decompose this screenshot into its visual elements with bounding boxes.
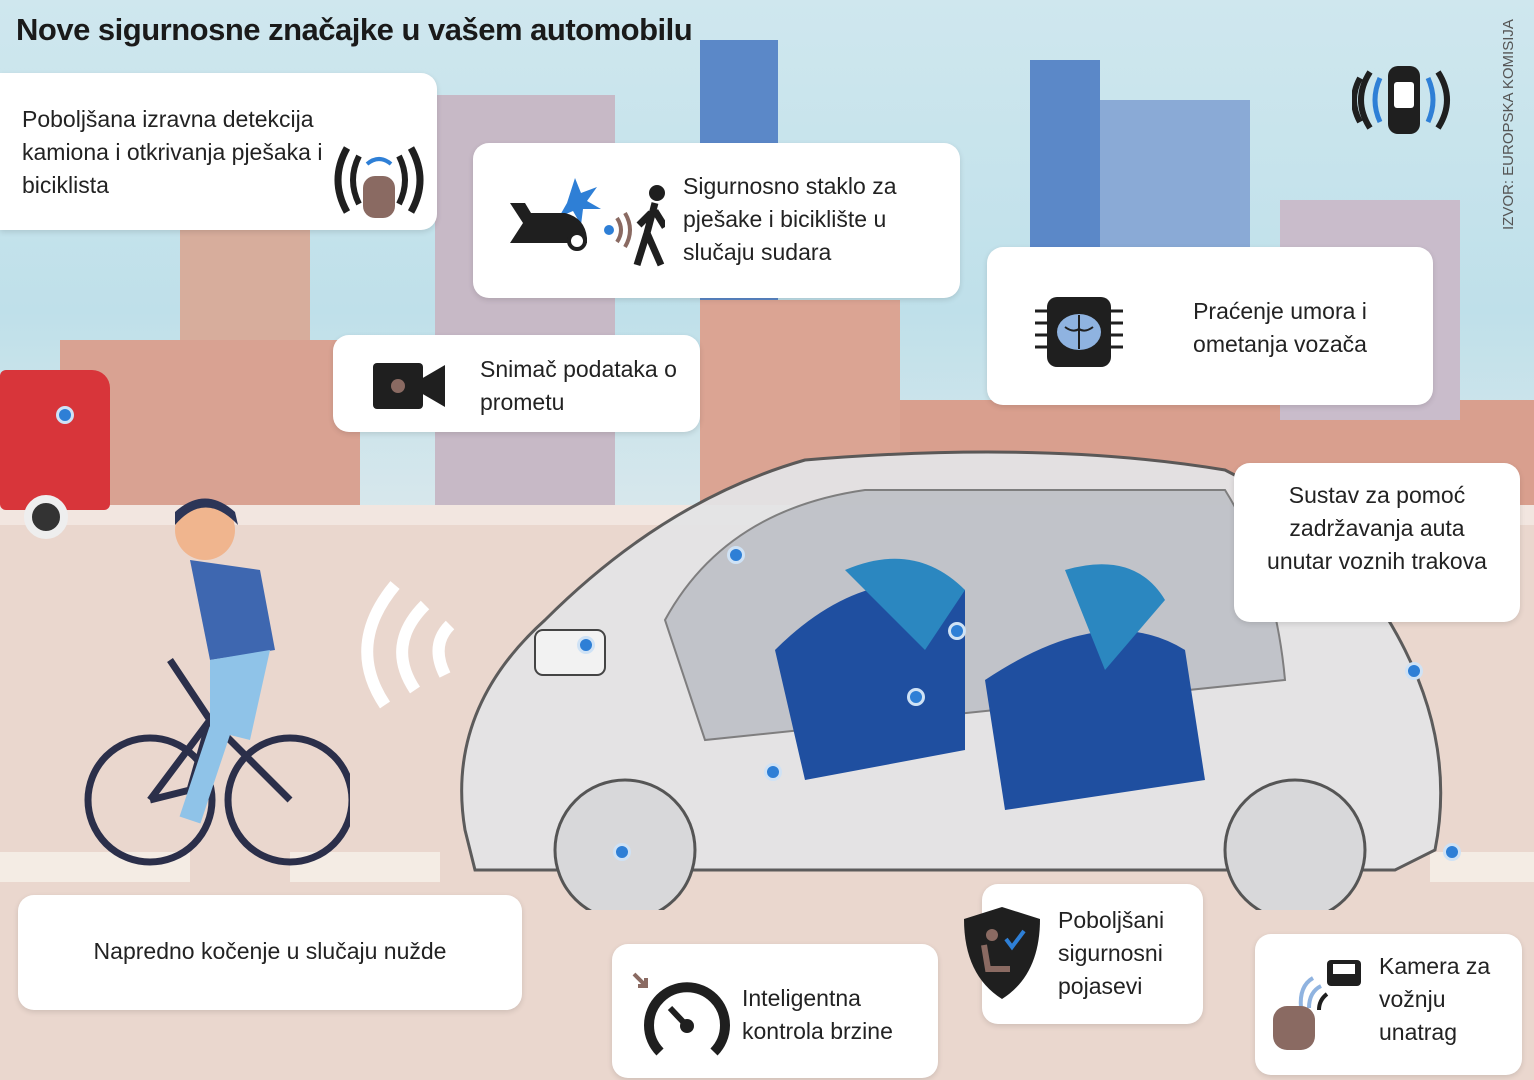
feature-card-direct-vision: Poboljšana izravna detekcija kamiona i o… [0,73,437,230]
rear-camera-icon [1273,960,1361,1050]
building [1030,60,1100,260]
feature-label: Sustav za pomoć zadržavanja auta unutar … [1267,482,1487,574]
driver-sensor-icon [334,146,424,218]
feature-label: Snimač podataka o prometu [480,356,677,415]
feature-card-emergency-braking: Napredno kočenje u slučaju nužde [18,895,522,1010]
feature-label: Napredno kočenje u slučaju nužde [93,938,447,964]
truck [0,370,110,510]
cyclist-illustration [84,498,350,866]
truck-wheel [24,495,68,539]
car-illustration [460,450,1443,910]
car-sensor-logo-icon [1352,66,1450,134]
feature-label: Kamera za vožnju unatrag [1379,953,1491,1045]
seatbelt-shield-icon [964,907,1040,999]
feature-marker[interactable] [948,622,966,640]
feature-card-data-recorder: Snimač podataka o prometu [333,335,700,432]
feature-marker[interactable] [56,406,74,424]
feature-label: Sigurnosno staklo za pješake i biciklišt… [683,173,897,265]
building [1100,100,1250,260]
speedometer-icon [632,972,730,1056]
building [60,340,360,520]
feature-label: Inteligentna kontrola brzine [742,985,893,1044]
feature-marker[interactable] [727,546,745,564]
feature-card-safety-glass: Sigurnosno staklo za pješake i biciklišt… [473,143,960,298]
feature-marker[interactable] [613,843,631,861]
page-title: Nove sigurnosne značajke u vašem automob… [16,12,693,47]
feature-label: Praćenje umora i ometanja vozača [1193,298,1367,357]
lane-marking [0,852,190,882]
brain-chip-icon [1035,297,1123,367]
feature-marker[interactable] [1443,843,1461,861]
collision-pedestrian-icon [510,178,665,267]
feature-marker[interactable] [577,636,595,654]
video-camera-icon [373,363,445,409]
sensor-waves-icon [361,581,455,709]
feature-label: Poboljšani sigurnosni pojasevi [1058,907,1165,999]
feature-card-fatigue: Praćenje umora i ometanja vozača [987,247,1433,405]
feature-card-speed-control: Inteligentna kontrola brzine [612,944,938,1078]
feature-card-rear-camera: Kamera za vožnju unatrag [1255,934,1522,1075]
source-credit: IZVOR: EUROPSKA KOMISIJA [1500,19,1517,230]
feature-card-lane-keeping: Sustav za pomoć zadržavanja auta unutar … [1234,463,1520,622]
feature-marker[interactable] [907,688,925,706]
feature-marker[interactable] [764,763,782,781]
feature-label: Poboljšana izravna detekcija kamiona i o… [22,106,323,198]
feature-marker[interactable] [1405,662,1423,680]
